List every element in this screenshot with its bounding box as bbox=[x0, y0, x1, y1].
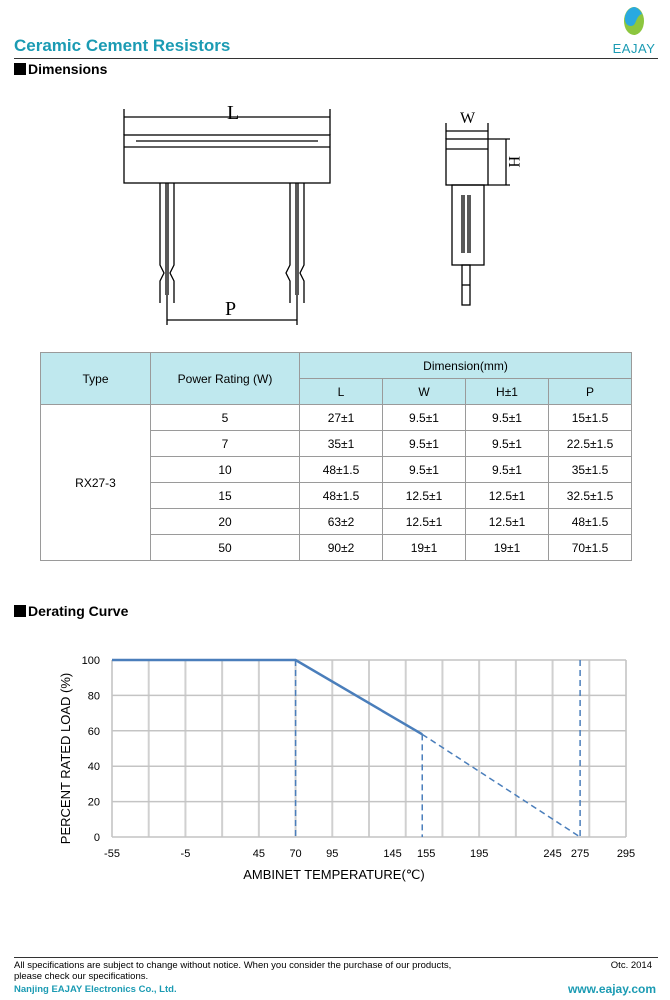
cell-w: 9.5±1 bbox=[382, 404, 466, 431]
x-tick-label: 70 bbox=[289, 848, 301, 860]
label-W: W bbox=[460, 110, 476, 127]
cell-w: 12.5±1 bbox=[382, 482, 466, 509]
x-tick-label: -5 bbox=[181, 848, 191, 860]
cell-power: 7 bbox=[150, 430, 300, 457]
cell-power: 50 bbox=[150, 534, 300, 561]
y-tick-label: 40 bbox=[88, 761, 100, 773]
cell-p: 32.5±1.5 bbox=[548, 482, 632, 509]
header-H: H±1 bbox=[465, 378, 549, 405]
section-heading-dimensions: Dimensions bbox=[14, 61, 107, 77]
x-tick-label: 295 bbox=[617, 848, 635, 860]
cell-power: 20 bbox=[150, 508, 300, 535]
x-tick-label: 145 bbox=[383, 848, 401, 860]
divider bbox=[14, 957, 658, 958]
footer-website[interactable]: www.eajay.com bbox=[567, 982, 656, 996]
cell-h: 9.5±1 bbox=[465, 456, 549, 483]
series-line-extrapolated bbox=[421, 733, 581, 838]
header-dimension: Dimension(mm) bbox=[299, 352, 632, 379]
cell-h: 9.5±1 bbox=[465, 430, 549, 457]
cell-h: 12.5±1 bbox=[465, 482, 549, 509]
header-power: Power Rating (W) bbox=[150, 352, 300, 405]
series-line-rated bbox=[112, 658, 423, 736]
cell-h: 19±1 bbox=[465, 534, 549, 561]
derating-chart: 0 20 40 60 80 100 -55 -5 45 70 95 145 155 195 245 275 29… bbox=[58, 655, 635, 882]
cell-type: RX27-3 bbox=[40, 404, 151, 561]
cell-p: 15±1.5 bbox=[548, 404, 632, 431]
x-axis-label: AMBINET TEMPERATURE(℃) bbox=[243, 867, 424, 882]
header-type: Type bbox=[40, 352, 151, 405]
cell-p: 70±1.5 bbox=[548, 534, 632, 561]
x-tick-label: 275 bbox=[571, 848, 589, 860]
x-tick-label: 155 bbox=[417, 848, 435, 860]
header-P: P bbox=[548, 378, 632, 405]
header-L: L bbox=[299, 378, 383, 405]
cell-l: 63±2 bbox=[299, 508, 383, 535]
cell-w: 9.5±1 bbox=[382, 430, 466, 457]
x-tick-label: 95 bbox=[326, 848, 338, 860]
divider bbox=[14, 58, 658, 59]
dimension-table: Type Power Rating (W) Dimension(mm) L W … bbox=[40, 352, 632, 561]
logo: EAJAY bbox=[612, 6, 656, 56]
logo-icon bbox=[624, 7, 644, 35]
logo-text: EAJAY bbox=[612, 41, 656, 56]
cell-l: 48±1.5 bbox=[299, 456, 383, 483]
cell-p: 22.5±1.5 bbox=[548, 430, 632, 457]
label-H: H bbox=[505, 156, 522, 168]
x-tick-label: 45 bbox=[253, 848, 265, 860]
dimension-drawing: L P W H bbox=[123, 102, 522, 325]
cell-power: 10 bbox=[150, 456, 300, 483]
cell-power: 5 bbox=[150, 404, 300, 431]
label-L: L bbox=[227, 102, 239, 124]
footer-date: Otc. 2014 bbox=[610, 960, 652, 971]
footer-notice-1: All specifications are subject to change… bbox=[14, 960, 452, 971]
cell-w: 9.5±1 bbox=[382, 456, 466, 483]
y-tick-label: 20 bbox=[88, 797, 100, 809]
cell-p: 35±1.5 bbox=[548, 456, 632, 483]
y-tick-label: 80 bbox=[88, 690, 100, 702]
square-bullet-icon bbox=[14, 63, 26, 75]
footer-notice-2: please check our specifications. bbox=[14, 971, 149, 982]
footer-company: Nanjing EAJAY Electronics Co., Ltd. bbox=[14, 984, 177, 995]
header-W: W bbox=[382, 378, 466, 405]
y-tick-label: 60 bbox=[88, 726, 100, 738]
section-title: Derating Curve bbox=[28, 603, 129, 619]
label-P: P bbox=[225, 298, 236, 320]
y-tick-label: 100 bbox=[82, 655, 100, 667]
cell-w: 19±1 bbox=[382, 534, 466, 561]
page-title: Ceramic Cement Resistors bbox=[14, 36, 231, 55]
cell-l: 90±2 bbox=[299, 534, 383, 561]
cell-h: 12.5±1 bbox=[465, 508, 549, 535]
y-axis-label: PERCENT RATED LOAD (%) bbox=[58, 673, 73, 844]
square-bullet-icon bbox=[14, 605, 26, 617]
section-title: Dimensions bbox=[28, 61, 108, 77]
x-tick-label: 195 bbox=[470, 848, 488, 860]
cell-l: 35±1 bbox=[299, 430, 383, 457]
section-heading-derating: Derating Curve bbox=[14, 603, 128, 619]
x-tick-label: -55 bbox=[104, 848, 120, 860]
cell-l: 27±1 bbox=[299, 404, 383, 431]
cell-p: 48±1.5 bbox=[548, 508, 632, 535]
cell-w: 12.5±1 bbox=[382, 508, 466, 535]
cell-l: 48±1.5 bbox=[299, 482, 383, 509]
cell-power: 15 bbox=[150, 482, 300, 509]
y-tick-label: 0 bbox=[94, 832, 100, 844]
cell-h: 9.5±1 bbox=[465, 404, 549, 431]
x-tick-label: 245 bbox=[543, 848, 561, 860]
